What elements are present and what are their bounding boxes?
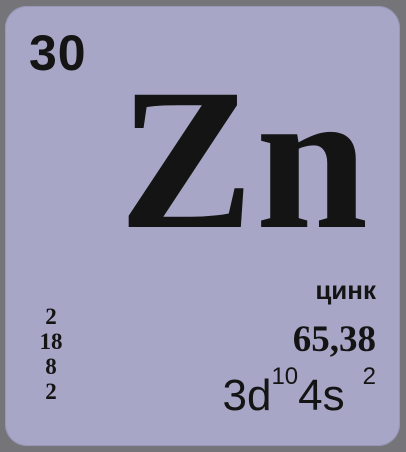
electron-shells: 2 18 8 2 [34, 304, 68, 404]
shell-4: 2 [45, 379, 57, 404]
electron-configuration: 3d104s 2 [222, 365, 377, 420]
element-tile: 30 Zn цинк 65,38 2 18 8 2 3d104s 2 [5, 6, 400, 446]
element-symbol: Zn [119, 47, 371, 271]
config-orbital-3d: 3d [222, 371, 272, 420]
config-orbital-4s-count: 2 [362, 363, 376, 390]
shell-2: 18 [39, 329, 63, 354]
shell-1: 2 [45, 304, 57, 329]
shell-3: 8 [45, 354, 57, 379]
config-orbital-3d-count: 10 [271, 363, 299, 390]
atomic-mass: 65,38 [292, 319, 376, 360]
atomic-number: 30 [29, 25, 87, 81]
element-name: цинк [315, 275, 376, 305]
config-orbital-4s: 4s [298, 371, 345, 420]
